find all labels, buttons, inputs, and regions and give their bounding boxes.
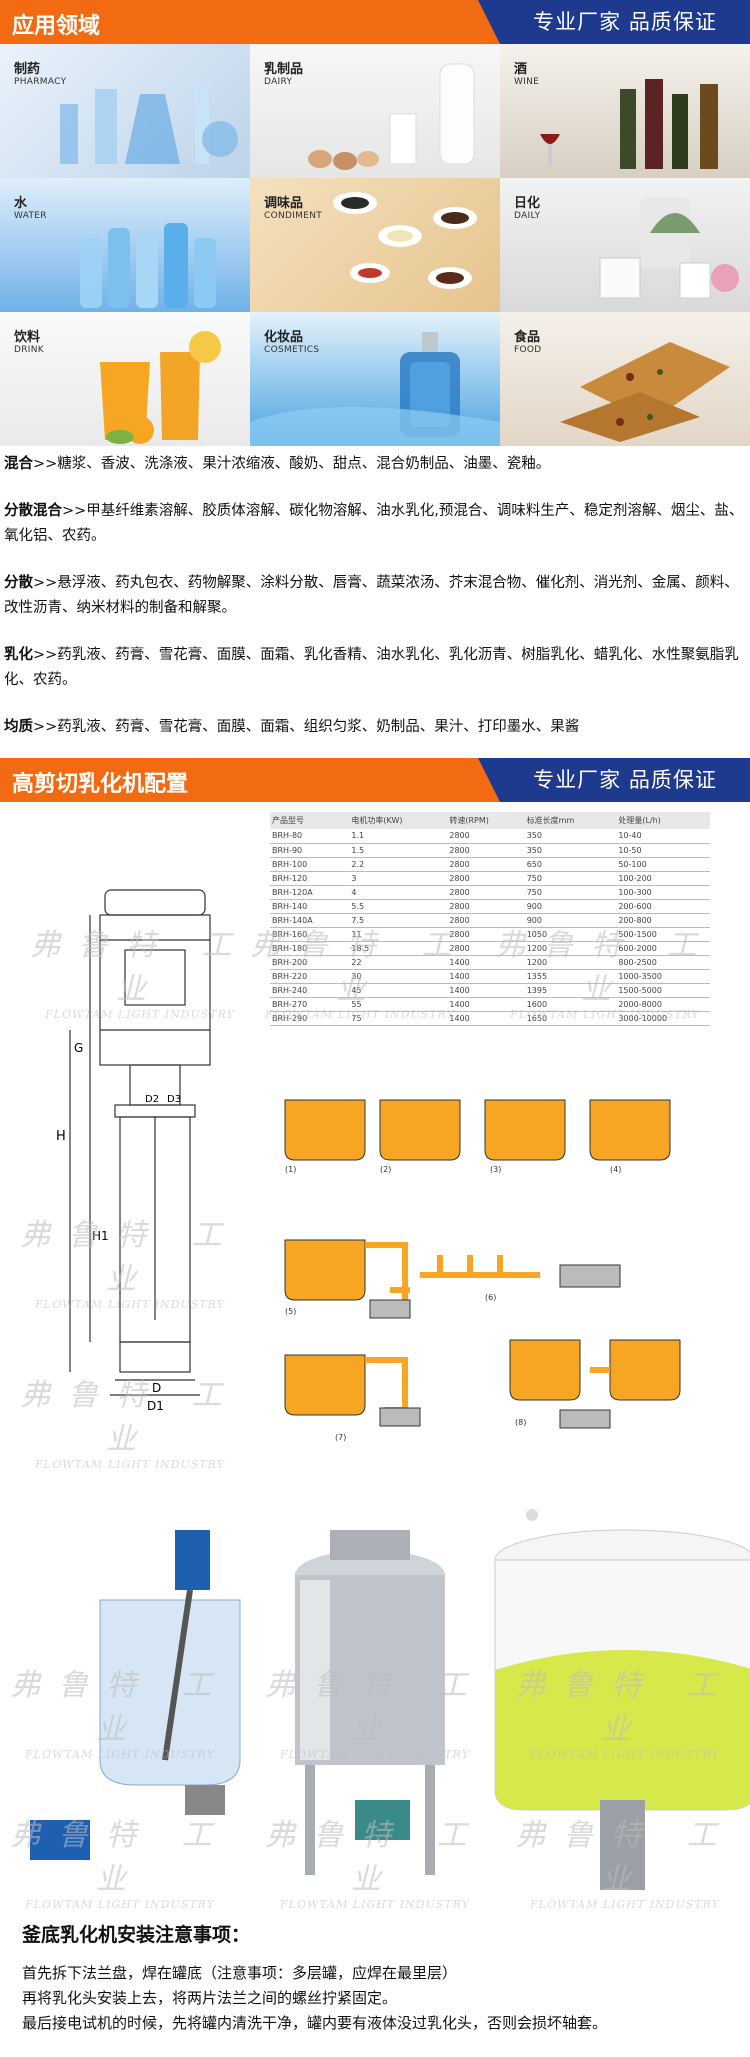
tank-8b bbox=[609, 1339, 681, 1401]
tank-1 bbox=[284, 1099, 366, 1161]
svg-text:(2): (2) bbox=[380, 1165, 391, 1174]
condiment-bowls-image bbox=[333, 192, 477, 289]
tank-5 bbox=[284, 1239, 366, 1301]
svg-text:(3): (3) bbox=[490, 1165, 501, 1174]
svg-text:(4): (4) bbox=[610, 1165, 621, 1174]
svg-text:(5): (5) bbox=[285, 1307, 296, 1316]
tank-2 bbox=[379, 1099, 461, 1161]
svg-text:D3: D3 bbox=[167, 1094, 181, 1105]
perfume-bottle-image bbox=[250, 332, 500, 446]
tank-4 bbox=[589, 1099, 671, 1161]
svg-text:(6): (6) bbox=[485, 1293, 496, 1302]
stainless-tank-photo bbox=[295, 1530, 445, 1875]
dairy-image bbox=[308, 63, 475, 170]
glassware-image bbox=[60, 84, 238, 164]
note-line: 再将乳化头安装上去，将两片法兰之间的螺丝拧紧固定。 bbox=[22, 1989, 398, 2007]
app-dispersion-mixing: 分散混合>>甲基纤维素溶解、胶质体溶解、碳化物溶解、油水乳化,预混合、调味料生产… bbox=[4, 503, 744, 544]
water-bottles-image bbox=[80, 223, 216, 308]
tagline-badge: 专业厂家 品质保证 bbox=[478, 0, 750, 44]
svg-text:(1): (1) bbox=[285, 1165, 296, 1174]
notes-title: 釜底乳化机安装注意事项： bbox=[22, 1924, 251, 1946]
note-line: 首先拆下法兰盘，焊在罐底（注意事项：多层罐，应焊在最里层） bbox=[22, 1964, 458, 1982]
process-diagrams: (1) (2) (3) (4) (5) (6) (7) (8) bbox=[284, 1099, 681, 1442]
pastry-image bbox=[560, 342, 730, 442]
installation-notes: 釜底乳化机安装注意事项： 首先拆下法兰盘，焊在罐底（注意事项：多层罐，应焊在最里… bbox=[22, 1920, 742, 2036]
svg-text:H1: H1 bbox=[92, 1229, 109, 1243]
tank-3 bbox=[484, 1099, 566, 1161]
section-title: 高剪切乳化机配置 bbox=[12, 772, 189, 797]
svg-text:D1: D1 bbox=[147, 1399, 164, 1413]
svg-text:H: H bbox=[56, 1129, 66, 1144]
tagline-badge: 专业厂家 品质保证 bbox=[478, 758, 750, 802]
svg-text:D: D bbox=[152, 1381, 161, 1395]
orange-juice-image bbox=[100, 331, 221, 444]
svg-text:(7): (7) bbox=[335, 1433, 346, 1442]
product-photos bbox=[30, 1509, 750, 1890]
application-descriptions: 混合>>糖浆、香波、洗涤液、果汁浓缩液、酸奶、甜点、混合奶制品、油墨、瓷釉。 分… bbox=[0, 452, 750, 762]
app-mixing: 混合>>糖浆、香波、洗涤液、果汁浓缩液、酸奶、甜点、混合奶制品、油墨、瓷釉。 bbox=[4, 456, 551, 472]
section-title: 应用领域 bbox=[12, 14, 101, 39]
section-banner-applications: 应用领域 专业厂家 品质保证 bbox=[0, 0, 750, 44]
app-emulsification: 乳化>>药乳液、药膏、雪花膏、面膜、面霜、乳化香精、油水乳化、乳化沥青、树脂乳化… bbox=[4, 647, 739, 688]
svg-text:D2: D2 bbox=[145, 1094, 159, 1105]
svg-text:G: G bbox=[74, 1041, 83, 1055]
emulsifier-technical-drawing: G H H1 D2 D3 D D1 bbox=[56, 889, 211, 1413]
section-banner-config: 高剪切乳化机配置 专业厂家 品质保证 bbox=[0, 758, 750, 802]
app-dispersion: 分散>>悬浮液、药丸包衣、药物解聚、涂料分散、唇膏、蔬菜浓汤、芥末混合物、催化剂… bbox=[4, 575, 739, 616]
bottom-emulsifier-diagram bbox=[494, 1509, 750, 1890]
svg-text:(8): (8) bbox=[515, 1418, 526, 1427]
wine-bottles-image bbox=[540, 79, 718, 169]
daily-products-image bbox=[599, 198, 739, 299]
tank-mixer-illustration bbox=[30, 1530, 241, 1860]
tank-8a bbox=[509, 1339, 581, 1401]
tank-7 bbox=[284, 1354, 366, 1416]
note-line: 最后接电试机的时候，先将罐内清洗干净，罐内要有液体没过乳化头，否则会损坏轴套。 bbox=[22, 2014, 608, 2032]
app-homogenization: 均质>>药乳液、药膏、雪花膏、面膜、面霜、组织匀浆、奶制品、果汁、打印墨水、果酱 bbox=[4, 719, 580, 735]
